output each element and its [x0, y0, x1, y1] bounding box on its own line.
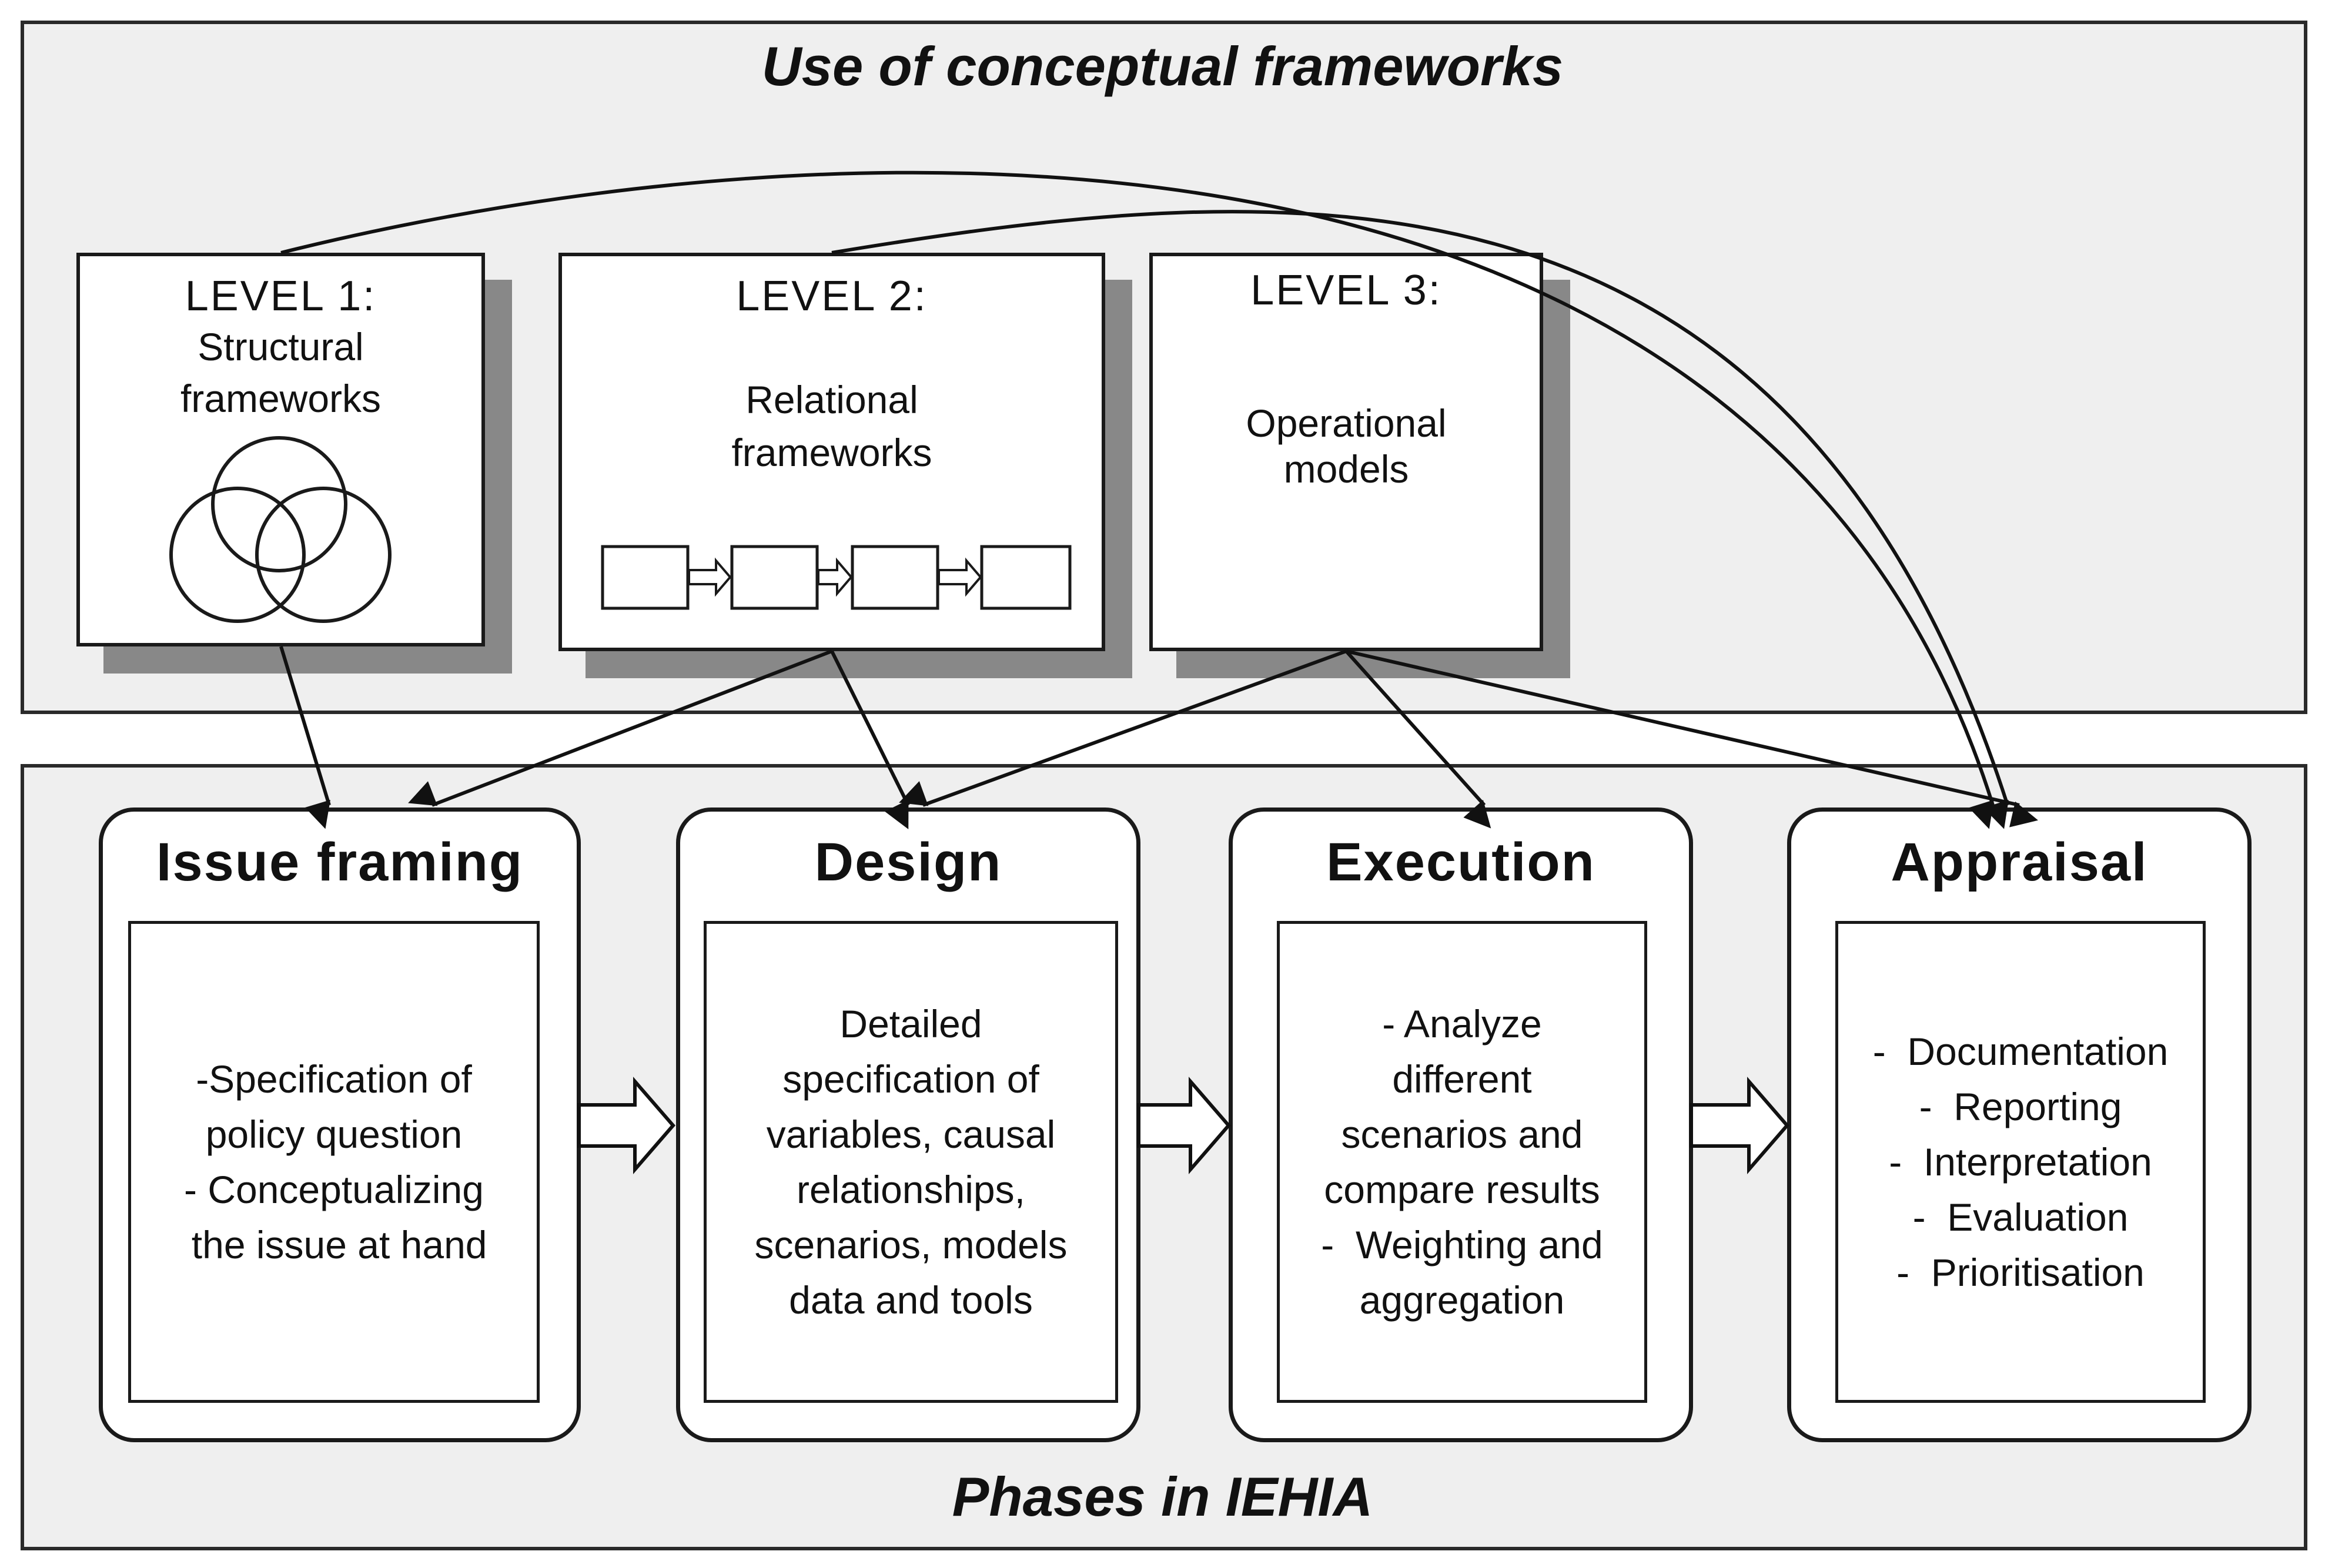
level1-label-line2: frameworks	[180, 377, 382, 420]
phase-issue-framing-content: -Specification of policy question - Conc…	[128, 921, 540, 1403]
phase-design-line-4: relationships,	[797, 1168, 1025, 1211]
phase-execution-line-5: - Weighting and	[1321, 1223, 1603, 1267]
phase-execution-line-1: - Analyze	[1382, 1002, 1542, 1046]
flow-arrow-execution-to-appraisal	[1690, 1076, 1789, 1175]
phase-design-line-5: scenarios, models	[754, 1223, 1068, 1267]
phase-execution-line-2: different	[1392, 1057, 1532, 1101]
phase-execution-content: - Analyze different scenarios and compar…	[1277, 921, 1647, 1403]
level2-heading: LEVEL 2:	[736, 273, 928, 320]
phase-design-line-6: data and tools	[789, 1278, 1033, 1322]
level3-heading: LEVEL 3:	[1250, 267, 1442, 314]
flow-arrow-issue-to-design	[577, 1076, 675, 1175]
arrow-level3-to-appraisal	[1346, 649, 2038, 827]
level1-box: LEVEL 1: Structural frameworks	[76, 253, 485, 646]
phase-design-line-3: variables, causal	[766, 1113, 1056, 1156]
venn-diagram-icon	[169, 436, 392, 623]
arrow-level1-to-issue	[279, 646, 331, 829]
phase-appraisal-content: - Documentation - Reporting - Interpreta…	[1835, 921, 2206, 1403]
level2-label-line2: frameworks	[731, 431, 932, 474]
phase-appraisal-line-3: - Interpretation	[1889, 1140, 2152, 1184]
phase-appraisal-line-5: - Prioritisation	[1896, 1251, 2145, 1294]
phase-appraisal-line-1: - Documentation	[1872, 1030, 2169, 1073]
level3-label-line1: Operational	[1246, 401, 1447, 445]
phase-design-line-1: Detailed	[839, 1002, 982, 1046]
phase-execution-line-3: scenarios and	[1341, 1113, 1583, 1156]
phase-issue-line-1: -Specification of	[196, 1057, 472, 1101]
phase-design-title: Design	[814, 832, 1002, 892]
linked-boxes-icon	[601, 545, 1072, 610]
level3-label-line2: models	[1283, 447, 1409, 491]
arc-level1-to-appraisal	[280, 170, 1995, 829]
level1-heading: LEVEL 1:	[185, 273, 377, 320]
arrow-level2-to-design	[830, 650, 910, 830]
level3-box: LEVEL 3: Operational models	[1149, 253, 1543, 651]
arrow-level3-to-design	[899, 649, 1347, 807]
phase-appraisal-line-2: - Reporting	[1919, 1085, 2122, 1128]
arc-level2-to-appraisal	[831, 210, 2009, 829]
level2-label-line1: Relational	[745, 378, 918, 421]
phase-design-content: Detailed specification of variables, cau…	[704, 921, 1118, 1403]
phase-design: Design Detailed specification of variabl…	[676, 808, 1140, 1442]
phase-issue-line-4: the issue at hand	[180, 1223, 487, 1267]
phase-appraisal: Appraisal - Documentation - Reporting - …	[1787, 808, 2252, 1442]
arrow-level2-to-issue	[408, 649, 833, 807]
phase-issue-line-3: - Conceptualizing	[184, 1168, 484, 1211]
phase-execution-title: Execution	[1326, 832, 1595, 892]
phase-issue-framing-title: Issue framing	[156, 832, 524, 892]
phase-execution: Execution - Analyze different scenarios …	[1229, 808, 1693, 1442]
phase-appraisal-title: Appraisal	[1891, 832, 2148, 892]
phase-issue-framing: Issue framing -Specification of policy q…	[99, 808, 581, 1442]
level2-box: LEVEL 2: Relational frameworks	[558, 253, 1105, 651]
phase-execution-line-4: compare results	[1324, 1168, 1600, 1211]
flow-arrow-design-to-execution	[1137, 1076, 1231, 1175]
phase-issue-line-2: policy question	[205, 1113, 463, 1156]
phase-design-line-2: specification of	[782, 1057, 1039, 1101]
conceptual-frameworks-title: Use of conceptual frameworks	[761, 35, 1564, 97]
phases-title: Phases in IEHIA	[952, 1466, 1373, 1527]
phase-appraisal-line-4: - Evaluation	[1912, 1195, 2129, 1239]
phase-execution-line-6: aggregation	[1359, 1278, 1565, 1322]
arrow-level3-to-execution	[1344, 649, 1491, 829]
level1-label-line1: Structural	[198, 325, 364, 368]
